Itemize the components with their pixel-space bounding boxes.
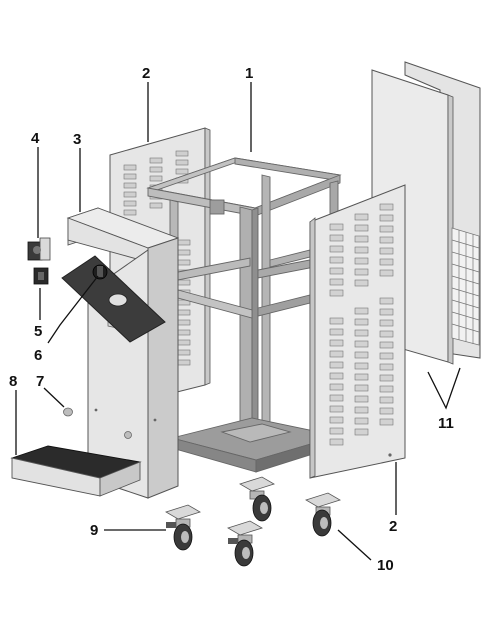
base-tray	[10, 445, 142, 497]
callout-11: 11	[438, 415, 454, 432]
callout-7: 7	[36, 373, 44, 390]
callout-1: 1	[245, 65, 253, 82]
knob-icon	[92, 264, 108, 280]
callout-6: 6	[34, 347, 42, 364]
callout-3: 3	[73, 131, 81, 148]
callout-10: 10	[377, 557, 394, 574]
callout-2-top: 2	[142, 65, 150, 82]
ventilation-grille	[451, 227, 480, 346]
caster	[239, 476, 275, 522]
rotary-switch	[27, 237, 51, 261]
callout-4: 4	[31, 130, 40, 147]
vented-side-panel-front	[309, 184, 406, 479]
power-socket	[33, 267, 49, 285]
caster	[305, 492, 341, 537]
vent-slots-rear	[123, 150, 191, 366]
callout-5: 5	[34, 323, 42, 340]
callout-labels: 1 2 3 4 5 6 7 8 9 10 2 11	[9, 65, 454, 574]
switch-plate	[61, 255, 166, 343]
plug	[63, 407, 73, 417]
callout-9: 9	[90, 522, 98, 539]
callout-8: 8	[9, 373, 17, 390]
caster-with-brake	[165, 504, 201, 551]
vent-slots-front	[329, 203, 394, 446]
callout-2-bottom: 2	[389, 518, 397, 535]
caster-with-brake	[227, 520, 263, 567]
leader-lines	[15, 82, 461, 561]
